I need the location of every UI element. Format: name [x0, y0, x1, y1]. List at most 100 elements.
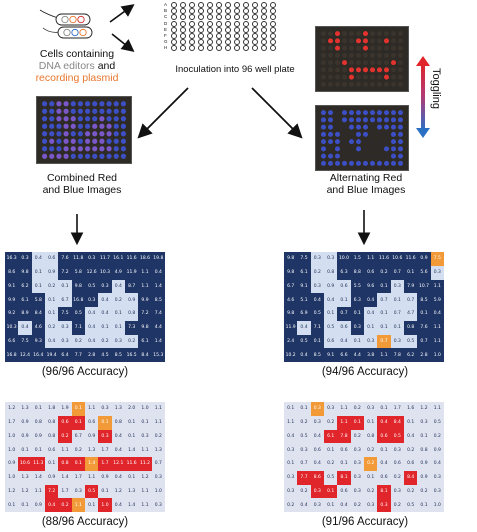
photo-well-dot	[320, 45, 327, 51]
photo-well-dot	[341, 153, 348, 159]
heatmap-cell: 6.7	[71, 429, 85, 444]
photo-well-dot	[376, 67, 383, 73]
photo-well-dot	[320, 124, 327, 130]
heatmap-cell: 6.7	[284, 279, 298, 294]
photo-well-dot	[348, 45, 355, 51]
photo-well-dot	[376, 110, 383, 116]
heatmap-cell: 0.3	[58, 320, 72, 335]
heatmap-cell: 1.2	[5, 402, 19, 416]
heatmap-cell: 4.6	[31, 320, 45, 335]
photo-well-dot	[56, 108, 62, 114]
heatmap-cell: 0.3	[323, 402, 338, 416]
heatmap-cell: 0.4	[363, 307, 378, 321]
heatmap-cell: 0.3	[98, 402, 112, 416]
heatmap-cell: 1.8	[44, 402, 59, 416]
photo-well-dot	[390, 160, 397, 166]
photo-well-dot	[85, 123, 91, 129]
photo-well-dot	[85, 131, 91, 137]
photo-well-dot	[397, 38, 404, 44]
photo-well-dot	[113, 153, 119, 159]
photo-well-dot	[327, 131, 334, 137]
accuracy-right-blue: (94/96 Accuracy)	[321, 366, 409, 378]
photo-well-dot	[320, 31, 327, 37]
photo-well-dot	[362, 60, 369, 66]
photo-well-dot	[85, 101, 91, 107]
photo-well-dot	[334, 52, 341, 58]
photo-well-dot	[355, 38, 362, 44]
heatmap-cell: 0.4	[310, 429, 324, 444]
plate-well	[207, 14, 213, 21]
photo-well-dot	[383, 131, 390, 137]
photo-well-dot	[397, 67, 404, 73]
heatmap-cell: 0.2	[71, 443, 85, 457]
photo-well-dot	[63, 153, 69, 159]
photo-well-dot	[70, 131, 76, 137]
plate-row-label: C	[164, 14, 168, 20]
photo-well-dot	[120, 146, 126, 152]
heatmap-cell: 0.1	[350, 415, 364, 430]
photo-well-dot	[390, 139, 397, 145]
heatmap-cell: 1.1	[71, 498, 85, 512]
heatmap-cell: 1.7	[98, 443, 112, 457]
accuracy-right-red: (91/96 Accuracy)	[321, 516, 409, 528]
heatmap-cell: 4.7	[403, 307, 418, 321]
plate-well	[189, 45, 195, 52]
heatmap-cell: 1.0	[430, 348, 444, 362]
photo-well-dot	[341, 139, 348, 145]
heatmap-cell: 0.7	[417, 334, 431, 349]
photo-well-dot	[49, 153, 55, 159]
heatmap-cell: 8.4	[403, 470, 418, 485]
plate-well	[198, 39, 204, 46]
photo-well-dot	[113, 108, 119, 114]
photo-well-dot	[70, 146, 76, 152]
photo-well-dot	[348, 117, 355, 123]
heatmap-cell: 1.1	[430, 402, 444, 416]
photo-well-dot	[120, 101, 126, 107]
heatmap-cell: 0.3	[111, 334, 125, 349]
heatmap-cell: 0.3	[390, 443, 404, 457]
heatmap-cell: 1.4	[84, 457, 99, 471]
heatmap-cell: 7.3	[124, 320, 139, 335]
heatmap-cell: 0.8	[44, 429, 59, 444]
heatmap-cell: 6.3	[350, 293, 364, 307]
photo-well-dot	[113, 123, 119, 129]
heatmap-cell: 0.1	[337, 293, 351, 307]
heatmap-cell: 0.3	[98, 429, 112, 444]
photo-well-dot	[376, 38, 383, 44]
plate-well	[198, 2, 204, 8]
heatmap-cell: 0.9	[44, 265, 59, 280]
heatmap-cell: 0.1	[377, 320, 391, 335]
heatmap-cell: 0.3	[350, 484, 364, 499]
plate-well	[216, 39, 222, 46]
plate-well	[198, 14, 204, 21]
heatmap-cell: 0.2	[71, 334, 85, 349]
plate-row-label: H	[164, 45, 168, 51]
heatmap-cell: 0.1	[323, 443, 338, 457]
heatmap-cell: 12.4	[18, 348, 32, 362]
heatmap-cell: 0.9	[417, 252, 431, 266]
photo-well-dot	[341, 124, 348, 130]
heatmap-cell: 0.3	[18, 252, 32, 266]
plate-well	[243, 14, 249, 21]
heatmap-cell: 0.3	[71, 484, 85, 499]
heatmap-cell: 0.4	[111, 429, 125, 444]
heatmap-cell: 0.6	[323, 334, 338, 349]
photo-well-dot	[334, 38, 341, 44]
plate-row-label: A	[164, 2, 168, 7]
photo-well-dot	[85, 108, 91, 114]
heatmap-cell: 0.2	[58, 498, 72, 512]
heatmap-cell: 0.4	[84, 320, 99, 335]
heatmap-cell: 0.3	[284, 484, 298, 499]
photo-well-dot	[390, 52, 397, 58]
photo-well-dot	[63, 146, 69, 152]
heatmap-cell: 1.4	[151, 279, 165, 294]
photo-well-dot	[42, 146, 48, 152]
photo-well-dot	[390, 131, 397, 137]
arrow-plate-to-left	[137, 87, 189, 139]
photo-well-dot	[320, 160, 327, 166]
heatmap-cell: 1.7	[5, 415, 19, 430]
heatmap-cell: 0.4	[430, 307, 444, 321]
heatmap-cell: 0.8	[58, 457, 72, 471]
plate-well	[252, 14, 258, 21]
heatmap-cell: 1.3	[84, 443, 99, 457]
